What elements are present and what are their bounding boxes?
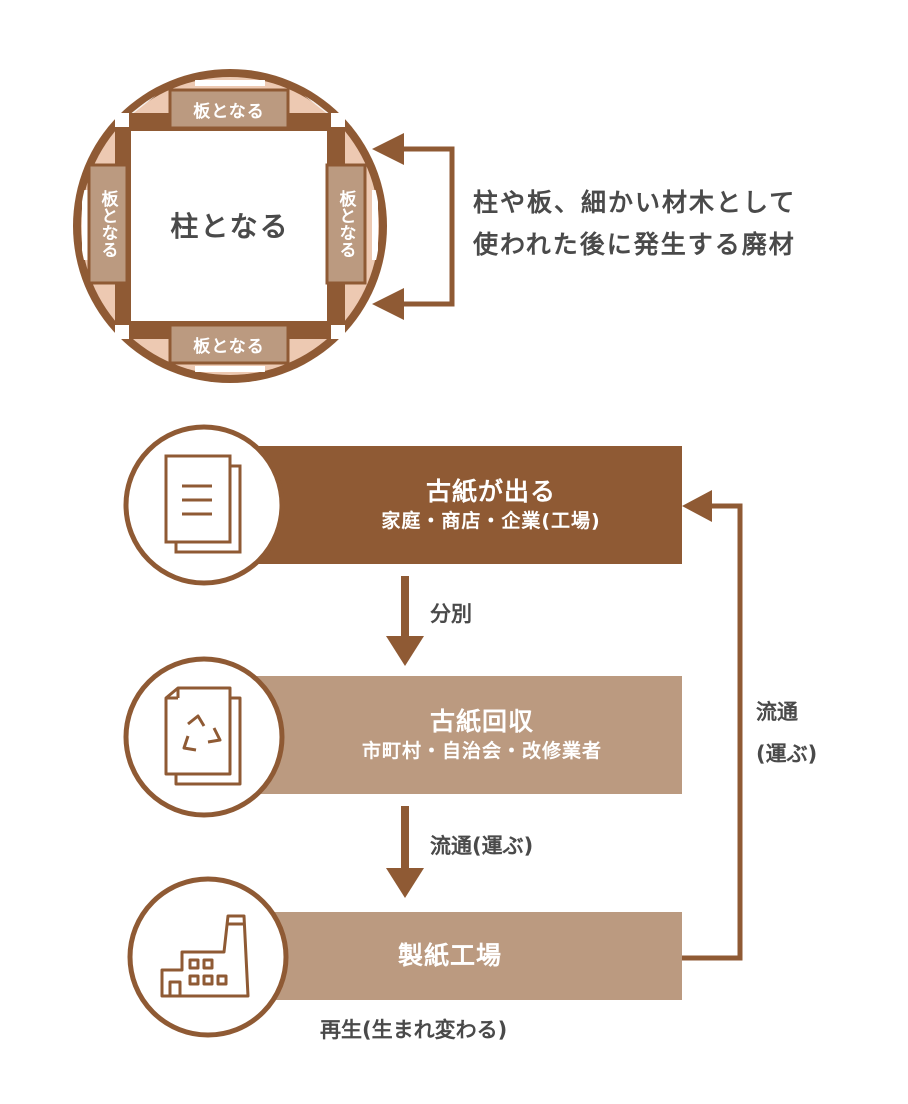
arrow-down-1 [386, 576, 424, 666]
board-bottom-label: 板となる [193, 336, 265, 357]
board-left-label: 板となる [97, 190, 118, 258]
step1-title: 古紙が出る [425, 477, 556, 506]
step2-title: 古紙回収 [429, 707, 534, 736]
flow-graphics [123, 424, 743, 1038]
step1-subtitle: 家庭・商店・企業(工場) [381, 510, 601, 532]
board-left [87, 163, 129, 285]
step1-text: 古紙が出る 家庭・商店・企業(工場) [300, 446, 682, 564]
waste-description-line2: 使われた後に発生する廃材 [473, 230, 796, 259]
loop-label-line1: 流通 [756, 700, 798, 724]
board-right [325, 163, 367, 285]
board-bottom [168, 323, 290, 365]
arrow-down-2 [386, 806, 424, 898]
factory-icon [160, 914, 250, 998]
recycle-document-icon [164, 686, 242, 786]
step3-title: 製紙工場 [397, 941, 502, 970]
waste-description-line1: 柱や板、細かい材木として [473, 188, 797, 217]
loop-arrow [682, 490, 743, 961]
waste-description: 柱や板、細かい材木として 使われた後に発生する廃材 [473, 182, 893, 266]
step3-text: 製紙工場 [300, 912, 600, 1000]
log-cross-section [73, 69, 455, 383]
board-right-label: 板となる [335, 190, 356, 258]
waste-bracket-arrow [372, 133, 455, 320]
step3-caption: 再生(生まれ変わる) [320, 1018, 508, 1042]
step2-subtitle: 市町村・自治会・改修業者 [361, 740, 602, 762]
step2-text: 古紙回収 市町村・自治会・改修業者 [282, 676, 682, 794]
board-top-label: 板となる [193, 101, 265, 122]
document-icon [164, 454, 242, 554]
arrow1-label: 分別 [430, 602, 472, 626]
arrow2-label: 流通(運ぶ) [430, 834, 534, 858]
pillar-label: 柱となる [170, 210, 290, 243]
step3-box [250, 912, 682, 1000]
pillar [131, 131, 327, 321]
step1-box [250, 446, 682, 564]
step2-box [250, 676, 682, 794]
board-top [168, 88, 290, 130]
loop-label-line2: (運ぶ) [756, 742, 818, 766]
